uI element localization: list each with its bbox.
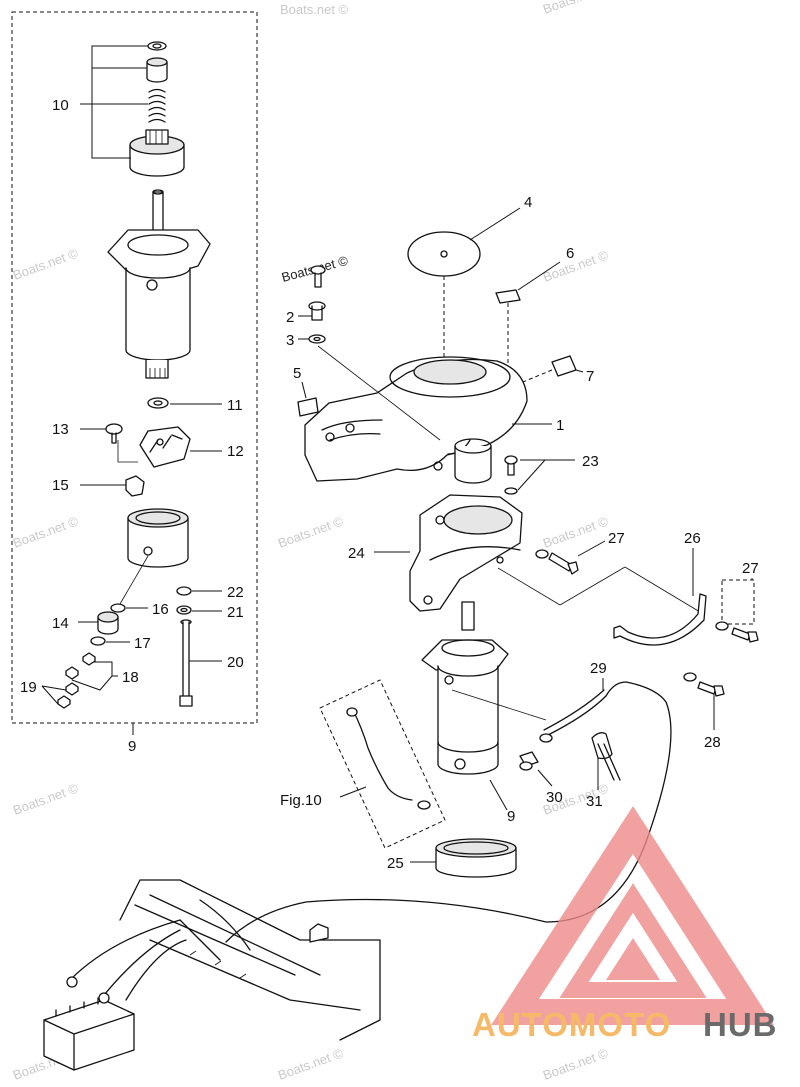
part-13-screw — [80, 423, 138, 463]
exploded-view-frame — [11, 11, 258, 724]
label-13: 13 — [52, 421, 69, 438]
part-22-washer — [176, 586, 222, 596]
label-15: 15 — [52, 477, 69, 494]
part-5-label — [297, 381, 319, 417]
watermark: Boats.net © — [541, 247, 611, 285]
part-15-nut — [80, 475, 145, 497]
label-5: 5 — [293, 365, 301, 382]
label-12: 12 — [227, 443, 244, 460]
label-22: 22 — [227, 584, 244, 601]
label-17: 17 — [134, 635, 151, 652]
part-25-ring — [410, 838, 517, 878]
automotohub-logo: AUTOMOTO HUB — [472, 806, 778, 1043]
label-9-right: 9 — [507, 808, 515, 825]
watermark: Boats.net © — [11, 780, 81, 818]
label-9-left: 9 — [128, 738, 136, 755]
label-25: 25 — [387, 855, 404, 872]
label-11: 11 — [227, 397, 243, 414]
label-fig-10: Fig.10 — [280, 792, 322, 809]
watermark: Boats.net © — [541, 1045, 611, 1083]
label-7: 7 — [586, 368, 594, 385]
part-1-starter-cover — [304, 356, 552, 484]
label-30: 30 — [546, 789, 563, 806]
label-23: 23 — [582, 453, 599, 470]
part-19-nuts — [41, 682, 79, 709]
part-17-washer — [90, 636, 130, 646]
part-30-terminal — [519, 751, 553, 787]
logo-text-hub: HUB — [703, 1006, 778, 1043]
label-24: 24 — [348, 545, 365, 562]
part-21-washer — [176, 605, 222, 615]
watermark: Boats.net © — [276, 1045, 346, 1083]
part-28-bolt — [683, 672, 725, 730]
watermark: Boats.net © — [11, 245, 81, 283]
part-11-washer — [147, 397, 222, 409]
watermark: Boats.net © — [276, 513, 346, 551]
part-18-nuts — [65, 652, 118, 691]
logo-text-automoto: AUTOMOTO — [472, 1006, 671, 1043]
watermark: Boats.net © — [280, 2, 349, 17]
label-4: 4 — [524, 194, 532, 211]
part-3-grommet — [298, 334, 441, 441]
label-27-left: 27 — [608, 530, 625, 547]
label-29: 29 — [590, 660, 607, 677]
label-16: 16 — [152, 601, 169, 618]
label-20: 20 — [227, 654, 244, 671]
part-27-bolt-right — [715, 578, 759, 643]
part-10-pinion-assembly — [80, 41, 185, 177]
label-3: 3 — [286, 332, 294, 349]
boat-hull-frame — [119, 879, 381, 1041]
label-14: 14 — [52, 615, 69, 632]
label-2: 2 — [286, 309, 294, 326]
logo-triangle-icon — [491, 806, 774, 1025]
label-31: 31 — [586, 793, 603, 810]
label-19: 19 — [20, 679, 37, 696]
part-labels: 1 2 3 4 5 6 7 9 9 10 11 12 13 14 15 16 1… — [20, 97, 759, 872]
end-cap — [119, 508, 189, 605]
label-27-right: 27 — [742, 560, 759, 577]
label-1: 1 — [556, 417, 564, 434]
label-26: 26 — [684, 530, 701, 547]
fig-10-ground-cable — [319, 679, 446, 849]
part-31-cable-clip — [591, 732, 621, 790]
part-27-bolt — [535, 540, 606, 575]
part-2-collar — [298, 301, 326, 321]
part-6-label — [495, 261, 561, 385]
watermark: Boats.net © — [11, 513, 81, 551]
part-14-insulator — [78, 611, 119, 635]
label-28: 28 — [704, 734, 721, 751]
part-9-starter-motor — [421, 601, 547, 811]
part-20-through-bolt — [179, 619, 222, 707]
part-23-bolt — [504, 455, 575, 495]
cover-bolt — [310, 265, 326, 288]
part-12-brush-holder — [139, 426, 222, 468]
part-26-clamp-band — [613, 548, 707, 646]
part-16-washer — [110, 603, 148, 613]
part-24-starter-bracket — [374, 494, 701, 613]
part-4-cover-disk — [407, 207, 521, 360]
label-18: 18 — [122, 669, 139, 686]
label-21: 21 — [227, 604, 244, 621]
starter-housing — [107, 189, 211, 379]
battery — [43, 919, 187, 1071]
part-7-label — [517, 355, 584, 385]
watermark: Boats.net © — [541, 0, 611, 17]
watermark: Boats.net © — [541, 513, 611, 551]
label-10: 10 — [52, 97, 69, 114]
label-6: 6 — [566, 245, 574, 262]
